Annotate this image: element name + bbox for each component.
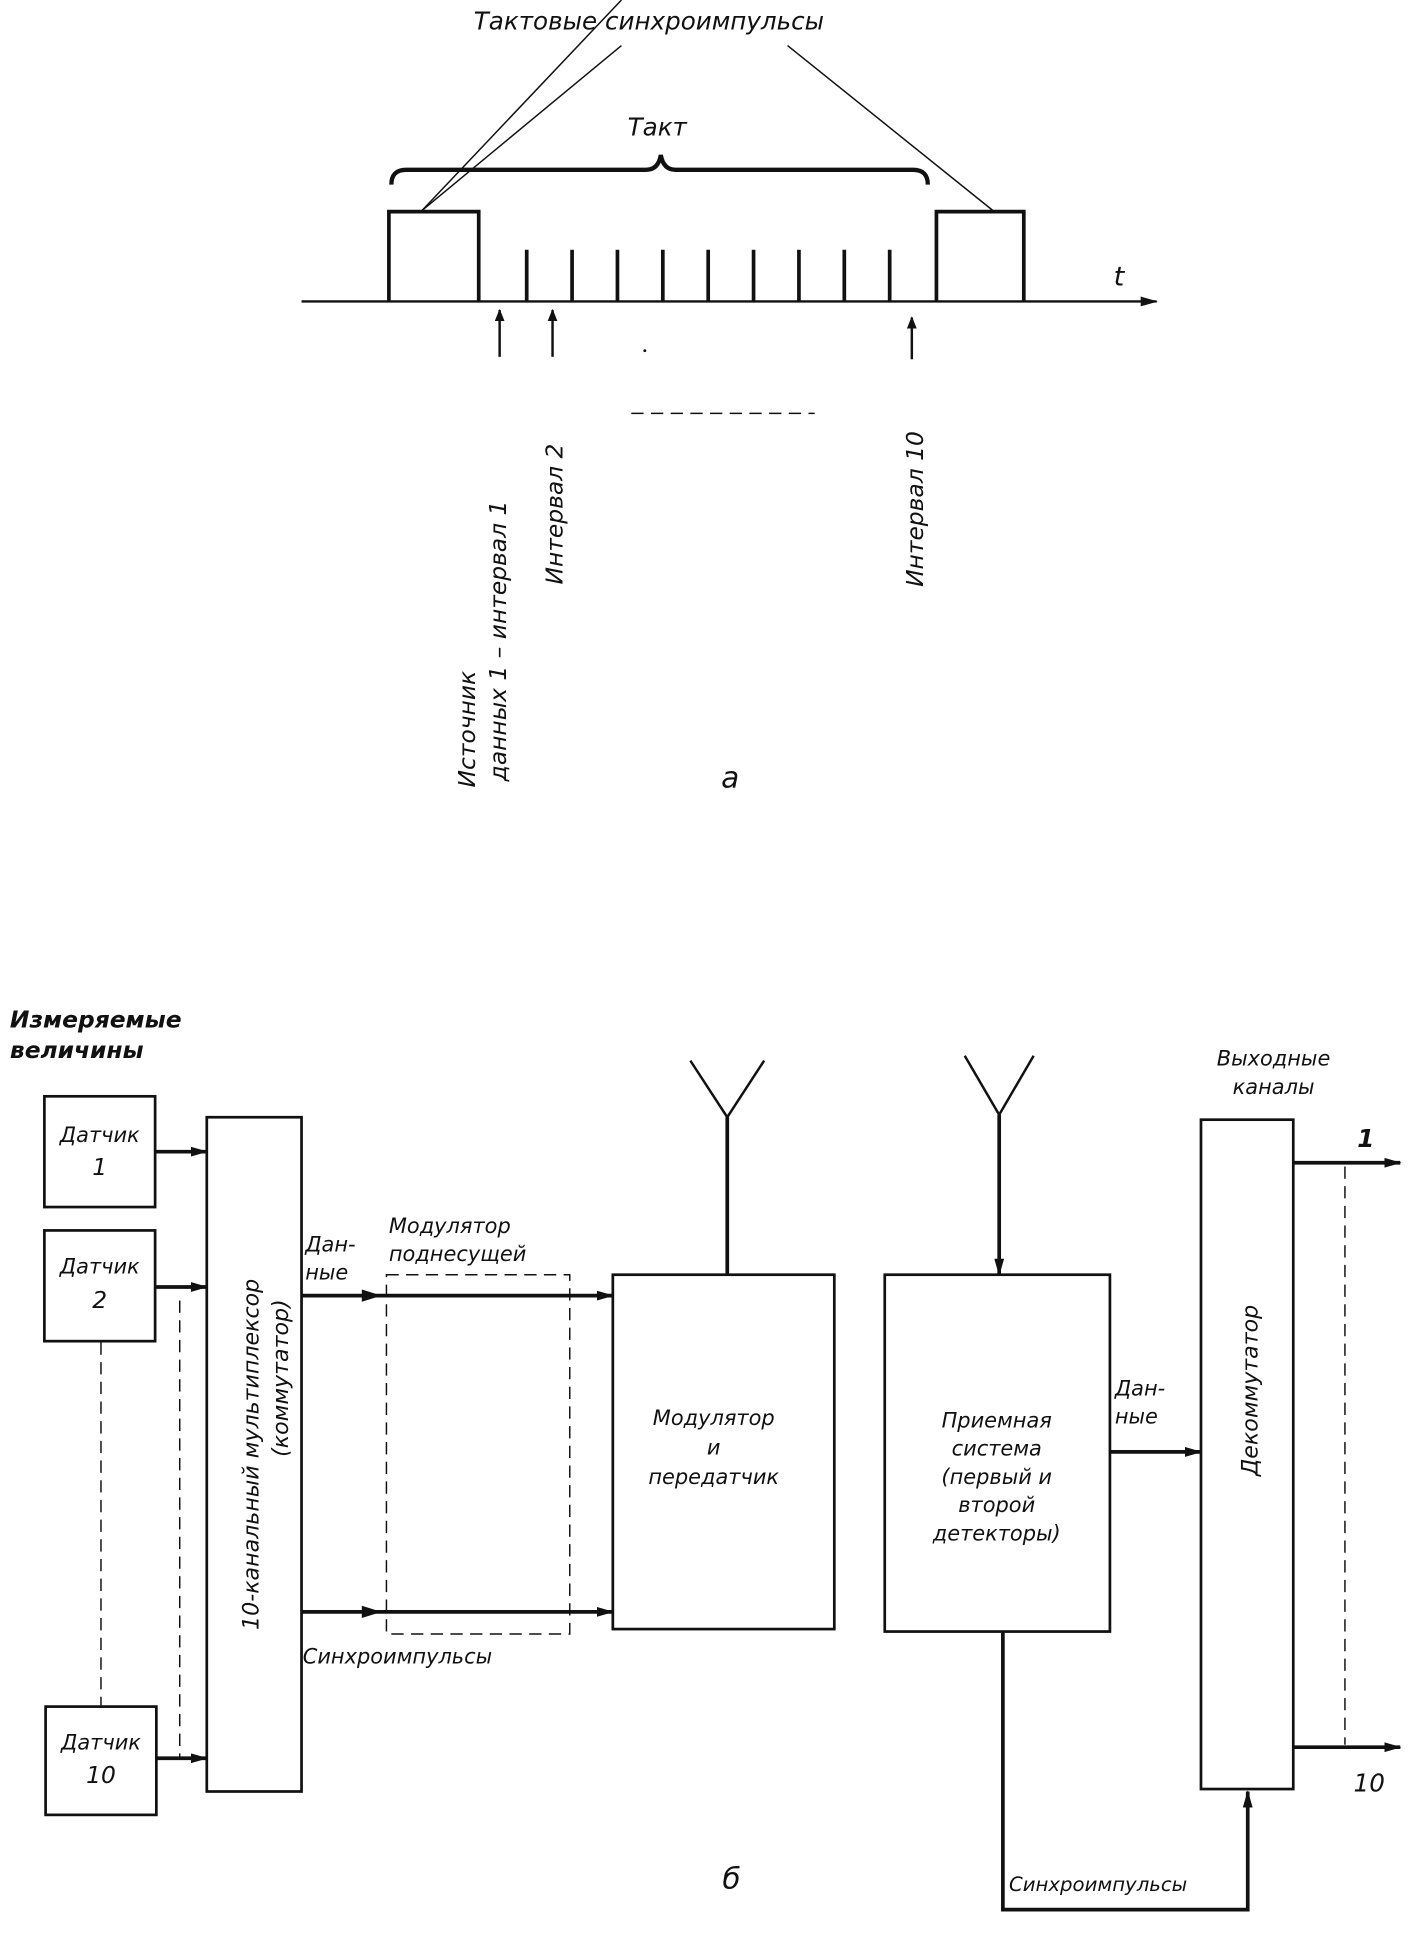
caption-b: б: [722, 1862, 740, 1896]
frame-brace: [389, 154, 930, 185]
sync-line-mid-arrow: [361, 1605, 382, 1619]
rx-data-label-line2: ные: [1115, 1405, 1158, 1429]
sensor-10-block: Датчик 10: [44, 1705, 158, 1817]
receiver-block: Приемная система (первый и второй детект…: [883, 1273, 1112, 1633]
transmit-antenna-icon: [689, 1059, 766, 1275]
subcarrier-label-line2: поднесущей: [389, 1242, 526, 1266]
receiver-label-line1: Приемная: [942, 1408, 1052, 1432]
sync-pulses-title: Тактовые синхроимпульсы: [474, 7, 824, 36]
sync-pulse-start: [387, 209, 481, 302]
speck: [643, 349, 647, 353]
time-axis-label: t: [1114, 261, 1126, 292]
sensor-1-label: Датчик: [59, 1123, 140, 1147]
outputs-title-line2: каналы: [1233, 1075, 1315, 1099]
subcarrier-modulator-block: [385, 1273, 571, 1635]
data-label-line1: Дан-: [304, 1232, 355, 1256]
data-pulses: [524, 249, 892, 302]
receiver-label-line3: (первый и: [941, 1465, 1052, 1489]
multiplexer-label-line2: (коммутатор): [268, 1299, 294, 1457]
inputs-title-line1: Измеряемые: [10, 1005, 182, 1033]
sensor-2-number: 2: [92, 1286, 107, 1314]
sensor-10-number: 10: [86, 1761, 116, 1789]
data-label-line2: ные: [305, 1261, 348, 1285]
interval-1-label-line1: Источник: [453, 671, 481, 788]
sensor-2-label: Датчик: [59, 1254, 140, 1278]
interval-1-label-line2: данных 1 – интервал 1: [484, 501, 512, 783]
rx-sync-line: [1001, 1631, 1253, 1912]
leader-line-left: [421, 0, 622, 211]
receiver-label-line2: система: [952, 1437, 1042, 1461]
transmitter-label-line3: передатчик: [648, 1465, 779, 1489]
sync-label: Синхроимпульсы: [303, 1645, 492, 1669]
block-diagram: Измеряемые величины Датчик 1 Датчик 2 Да…: [10, 1005, 1402, 1912]
sensor-1-block: Датчик 1: [43, 1094, 157, 1209]
rx-data-label-line1: Дан-: [1114, 1376, 1165, 1400]
transmitter-label-line2: и: [707, 1435, 721, 1459]
decommutator-block: Декоммутатор: [1199, 1118, 1295, 1791]
sensor-1-number: 1: [92, 1153, 107, 1181]
rx-sync-label: Синхроимпульсы: [1009, 1873, 1187, 1896]
leader-line-right: [787, 44, 995, 213]
receiver-label-line4: второй: [958, 1493, 1035, 1517]
sensor-2-block: Датчик 2: [43, 1229, 157, 1343]
transmitter-label-line1: Модулятор: [653, 1406, 775, 1430]
outputs-title-line1: Выходные: [1217, 1047, 1331, 1071]
inputs-title-line2: величины: [10, 1036, 144, 1064]
output-10-label: 10: [1354, 1769, 1385, 1798]
interval-2-label: Интервал 2: [540, 444, 568, 585]
interval-10-label: Интервал 10: [901, 431, 929, 587]
sensor-10-label: Датчик: [60, 1731, 141, 1755]
subcarrier-label-line1: Модулятор: [389, 1214, 511, 1238]
multiplexer-block: 10-канальный мультиплексор (коммутатор): [205, 1115, 303, 1793]
transmitter-block: Модулятор и передатчик: [611, 1273, 836, 1631]
receive-antenna-icon: [963, 1055, 1035, 1276]
multiplexer-label-line1: 10-канальный мультиплексор: [238, 1279, 264, 1630]
frame-label: Такт: [628, 112, 688, 141]
decommutator-label: Декоммутатор: [1238, 1305, 1264, 1477]
timing-diagram: Тактовые синхроимпульсы Такт t Источник …: [301, 0, 1158, 794]
leader-line-left: [421, 44, 622, 211]
sync-pulse-end: [934, 209, 1026, 302]
caption-a: а: [721, 760, 739, 794]
receiver-label-line5: детекторы): [932, 1521, 1061, 1545]
data-line-mid-arrow: [361, 1289, 382, 1302]
output-1-label: 1: [1357, 1124, 1374, 1153]
